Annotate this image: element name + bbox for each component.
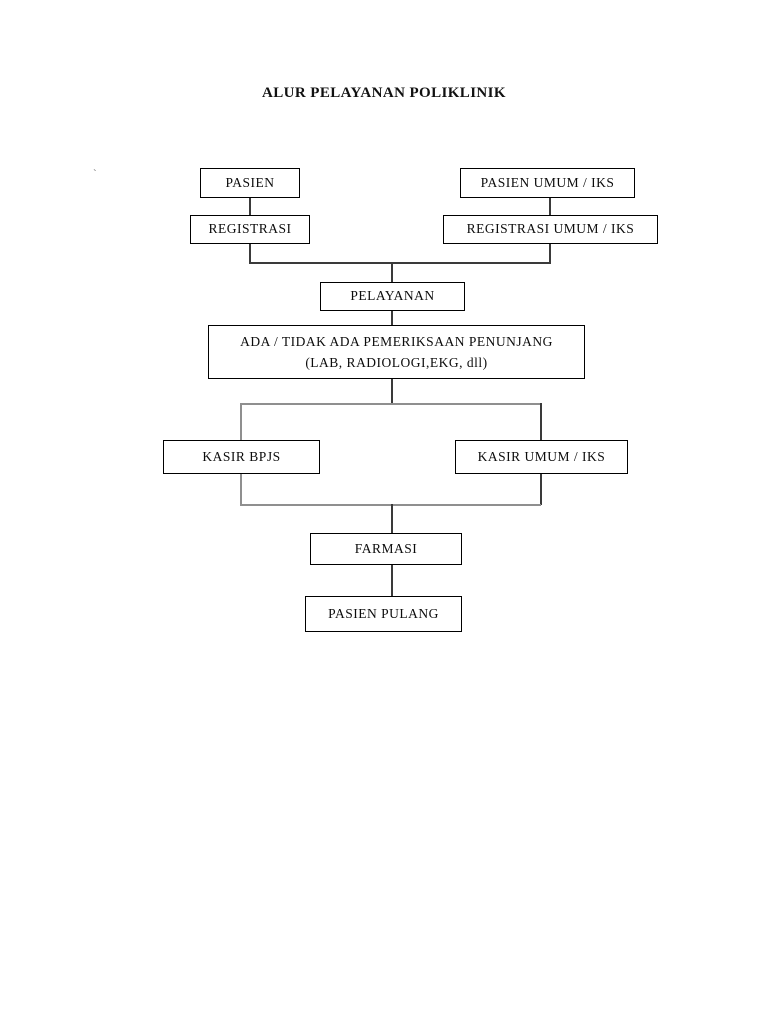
node-pemeriksaan-penunjang-label-line2: (LAB, RADIOLOGI,EKG, dll) [305,355,488,370]
node-pasien-umum-iks[interactable]: PASIEN UMUM / IKS [460,168,635,198]
node-pasien-umum-iks-label: PASIEN UMUM / IKS [480,174,615,190]
connector-merge-to-pelayanan [391,262,393,283]
node-pasien-label: PASIEN [225,174,275,190]
node-farmasi-label: FARMASI [354,540,418,556]
connector-pemeriksaan-down [391,378,393,404]
connector-pasien-umum-to-registrasi-umum [549,197,551,217]
node-farmasi[interactable]: FARMASI [310,533,462,565]
node-registrasi-umum-iks-label: REGISTRASI UMUM / IKS [466,221,635,237]
connector-merge-bar-farmasi [240,504,541,506]
node-kasir-bpjs-label: KASIR BPJS [202,448,281,464]
node-registrasi-umum-iks[interactable]: REGISTRASI UMUM / IKS [443,215,658,244]
connector-merge-to-farmasi [391,504,393,534]
node-pemeriksaan-penunjang-label-line1: ADA / TIDAK ADA PEMERIKSAAN PENUNJANG [240,334,553,350]
connector-farmasi-to-pasien-pulang [391,565,393,597]
node-pasien[interactable]: PASIEN [200,168,300,198]
page-title: ALUR PELAYANAN POLIKLINIK [262,85,506,101]
node-pelayanan[interactable]: PELAYANAN [320,282,465,311]
node-registrasi-label: REGISTRASI [208,221,292,237]
node-pasien-pulang-label: PASIEN PULANG [328,605,439,621]
node-pemeriksaan-penunjang[interactable]: ADA / TIDAK ADA PEMERIKSAAN PENUNJANG (L… [208,325,585,379]
connector-registrasi-down [249,243,251,263]
connector-merge-bar-pelayanan [249,262,551,264]
node-kasir-bpjs[interactable]: KASIR BPJS [163,440,320,474]
node-kasir-umum-iks-label: KASIR UMUM / IKS [477,448,606,464]
connector-pasien-to-registrasi [249,197,251,217]
connector-registrasi-umum-down [549,243,551,263]
node-registrasi[interactable]: REGISTRASI [190,215,310,244]
node-kasir-umum-iks[interactable]: KASIR UMUM / IKS [455,440,628,474]
connector-pelayanan-to-pemeriksaan [391,310,393,326]
stray-mark: ` [93,168,97,180]
node-pasien-pulang[interactable]: PASIEN PULANG [305,596,462,632]
node-pelayanan-label: PELAYANAN [350,288,435,304]
connector-split-bar-kasir [240,403,541,405]
